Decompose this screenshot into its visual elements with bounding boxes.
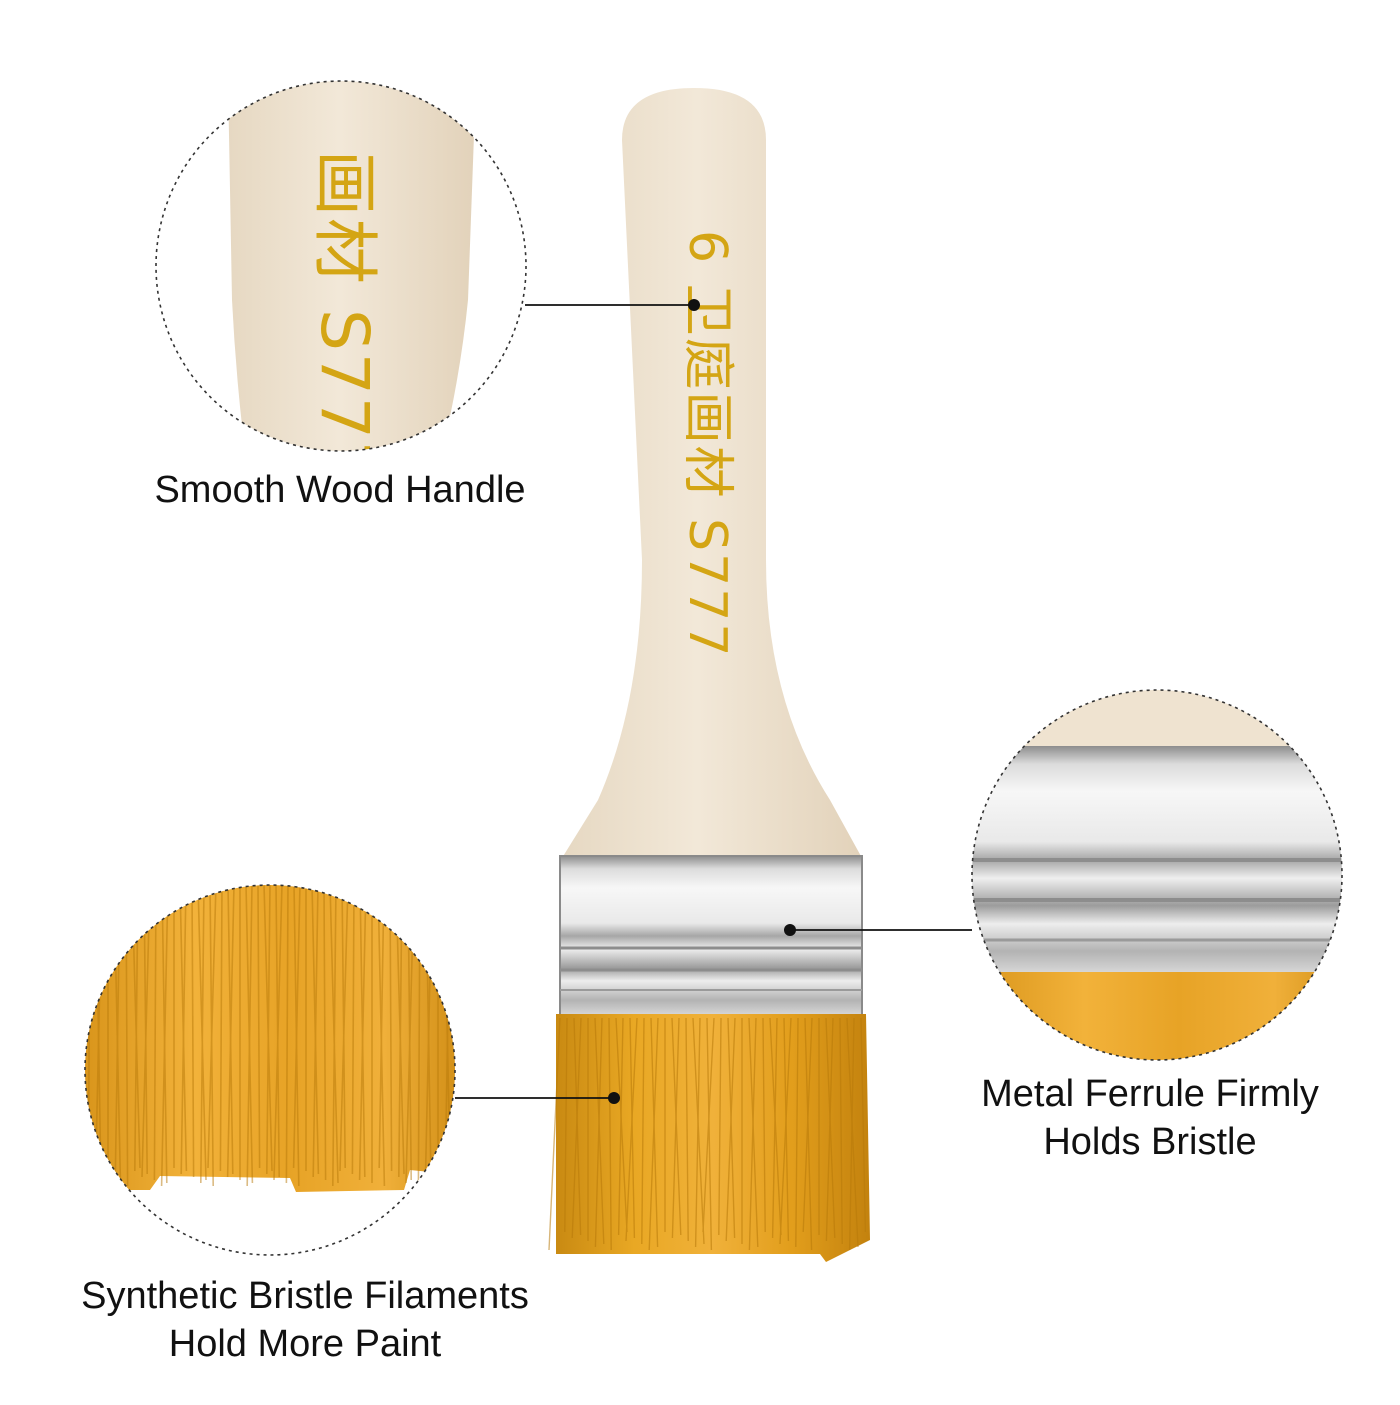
bristle-filament [795, 1017, 799, 1248]
zoom-ferrule [971, 689, 1343, 1061]
bristle-filament [332, 885, 337, 1187]
zoom-bristle [76, 884, 458, 1256]
bristle-filament [641, 1017, 645, 1245]
callout-line: Synthetic Bristle Filaments [81, 1275, 529, 1317]
bristle-filament [226, 885, 235, 1178]
bristle-filament [273, 885, 283, 1181]
bristle-filament [285, 885, 289, 1184]
callout-line: Hold More Paint [168, 1323, 442, 1365]
bristle-filament [848, 1017, 855, 1251]
bristle-filament [76, 884, 84, 1186]
bristle-filament [456, 884, 458, 1183]
bristle-filament [153, 885, 157, 1181]
zoom-handle: 画材 S777 [155, 80, 527, 485]
bristle-filament [564, 1017, 568, 1233]
bristle-filament [617, 1017, 624, 1236]
bristle-filament [323, 885, 327, 1181]
bristle-filament [771, 1017, 778, 1239]
bristle-filament [191, 885, 195, 1178]
bristle-filament [802, 1017, 813, 1233]
pointer-dot [784, 924, 796, 936]
callout-line: Smooth Wood Handle [154, 469, 526, 511]
pointer-dot [608, 1092, 620, 1104]
bristle-filament [160, 885, 169, 1187]
bristle-filament [219, 885, 223, 1172]
bristle-filament [648, 1017, 659, 1251]
bristle-filament [685, 1017, 689, 1242]
wood-handle [562, 88, 862, 858]
bristle-filament [608, 1017, 612, 1251]
bristle-filament [351, 885, 355, 1175]
bristle-filament [718, 1017, 722, 1236]
paint-brush: 6 卫庭画材 S777 [548, 88, 870, 1262]
leader-bristle [455, 1092, 620, 1104]
bristle-filament [779, 1017, 792, 1245]
callout-ferrule-label: Metal Ferrule Firmly Holds Bristle [930, 1070, 1370, 1166]
metal-ferrule [559, 855, 863, 1017]
pointer-dot [688, 299, 700, 311]
bristle-filament [339, 885, 349, 1172]
bristle-filament [358, 885, 367, 1181]
bristle-filament [804, 1017, 813, 1251]
zoom-handle-print: 画材 S777 [306, 150, 383, 485]
bristle-filament [180, 885, 187, 1175]
bristle-filament [257, 885, 261, 1169]
bristle-filament [825, 1017, 834, 1242]
bristle-filament [141, 885, 151, 1178]
handle-print: 6 卫庭画材 S777 [677, 230, 737, 658]
bristle-filament [702, 1017, 715, 1233]
callout-handle-label: Smooth Wood Handle [90, 466, 590, 514]
bristle-filament [246, 885, 253, 1187]
bristle-filament [389, 885, 393, 1172]
bristle-filament [762, 1017, 766, 1233]
callout-line: Holds Bristle [1043, 1121, 1257, 1163]
bristle-filament [625, 1017, 638, 1242]
callout-line: Metal Ferrule Firmly [981, 1073, 1319, 1115]
bristle-filament [748, 1017, 757, 1251]
bristle-filament [548, 1017, 561, 1251]
leader-handle [525, 299, 700, 311]
bristle-filament [571, 1017, 582, 1239]
bristle-filament [378, 885, 385, 1169]
bristle-filament [312, 885, 319, 1178]
bristle-filament [694, 1017, 701, 1248]
bristle-filament [207, 885, 217, 1169]
bristle-filament [725, 1017, 736, 1242]
bristles [548, 1014, 870, 1262]
bristle-filament [860, 1017, 867, 1233]
bristle-filament [706, 1017, 713, 1251]
bristle-filament [266, 885, 271, 1175]
bristle-filament [292, 885, 301, 1169]
leader-ferrule [784, 924, 972, 936]
bristle-filament [671, 1017, 680, 1239]
callout-bristle-label: Synthetic Bristle Filaments Hold More Pa… [20, 1272, 590, 1368]
bristle-filament [839, 1017, 843, 1245]
bristle-filament [594, 1017, 603, 1248]
bristle-filament [200, 885, 205, 1184]
